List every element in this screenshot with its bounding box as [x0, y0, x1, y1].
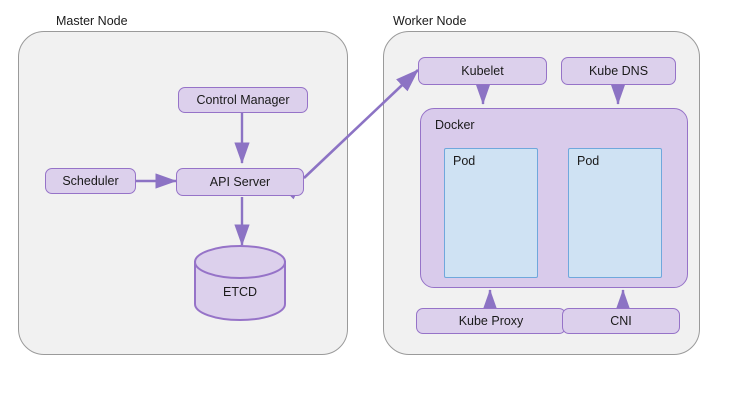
arrow-api-server-to-kubelet: [282, 69, 419, 200]
pod-box-1: Pod: [444, 148, 538, 278]
cni-box[interactable]: CNI: [562, 308, 680, 334]
scheduler-box[interactable]: Scheduler: [45, 168, 136, 194]
docker-label: Docker: [435, 118, 475, 132]
etcd-label: ETCD: [222, 285, 258, 299]
kube-dns-box[interactable]: Kube DNS: [561, 57, 676, 85]
etcd-cylinder: [194, 245, 286, 321]
kubelet-box[interactable]: Kubelet: [418, 57, 547, 85]
pod-label-2: Pod: [577, 154, 600, 168]
kube-proxy-box[interactable]: Kube Proxy: [416, 308, 566, 334]
api-server-box[interactable]: API Server: [176, 168, 304, 196]
pod-label-1: Pod: [453, 154, 476, 168]
worker-node-label: Worker Node: [393, 14, 467, 28]
master-node-label: Master Node: [56, 14, 128, 28]
control-manager-box[interactable]: Control Manager: [178, 87, 308, 113]
pod-box-2: Pod: [568, 148, 662, 278]
